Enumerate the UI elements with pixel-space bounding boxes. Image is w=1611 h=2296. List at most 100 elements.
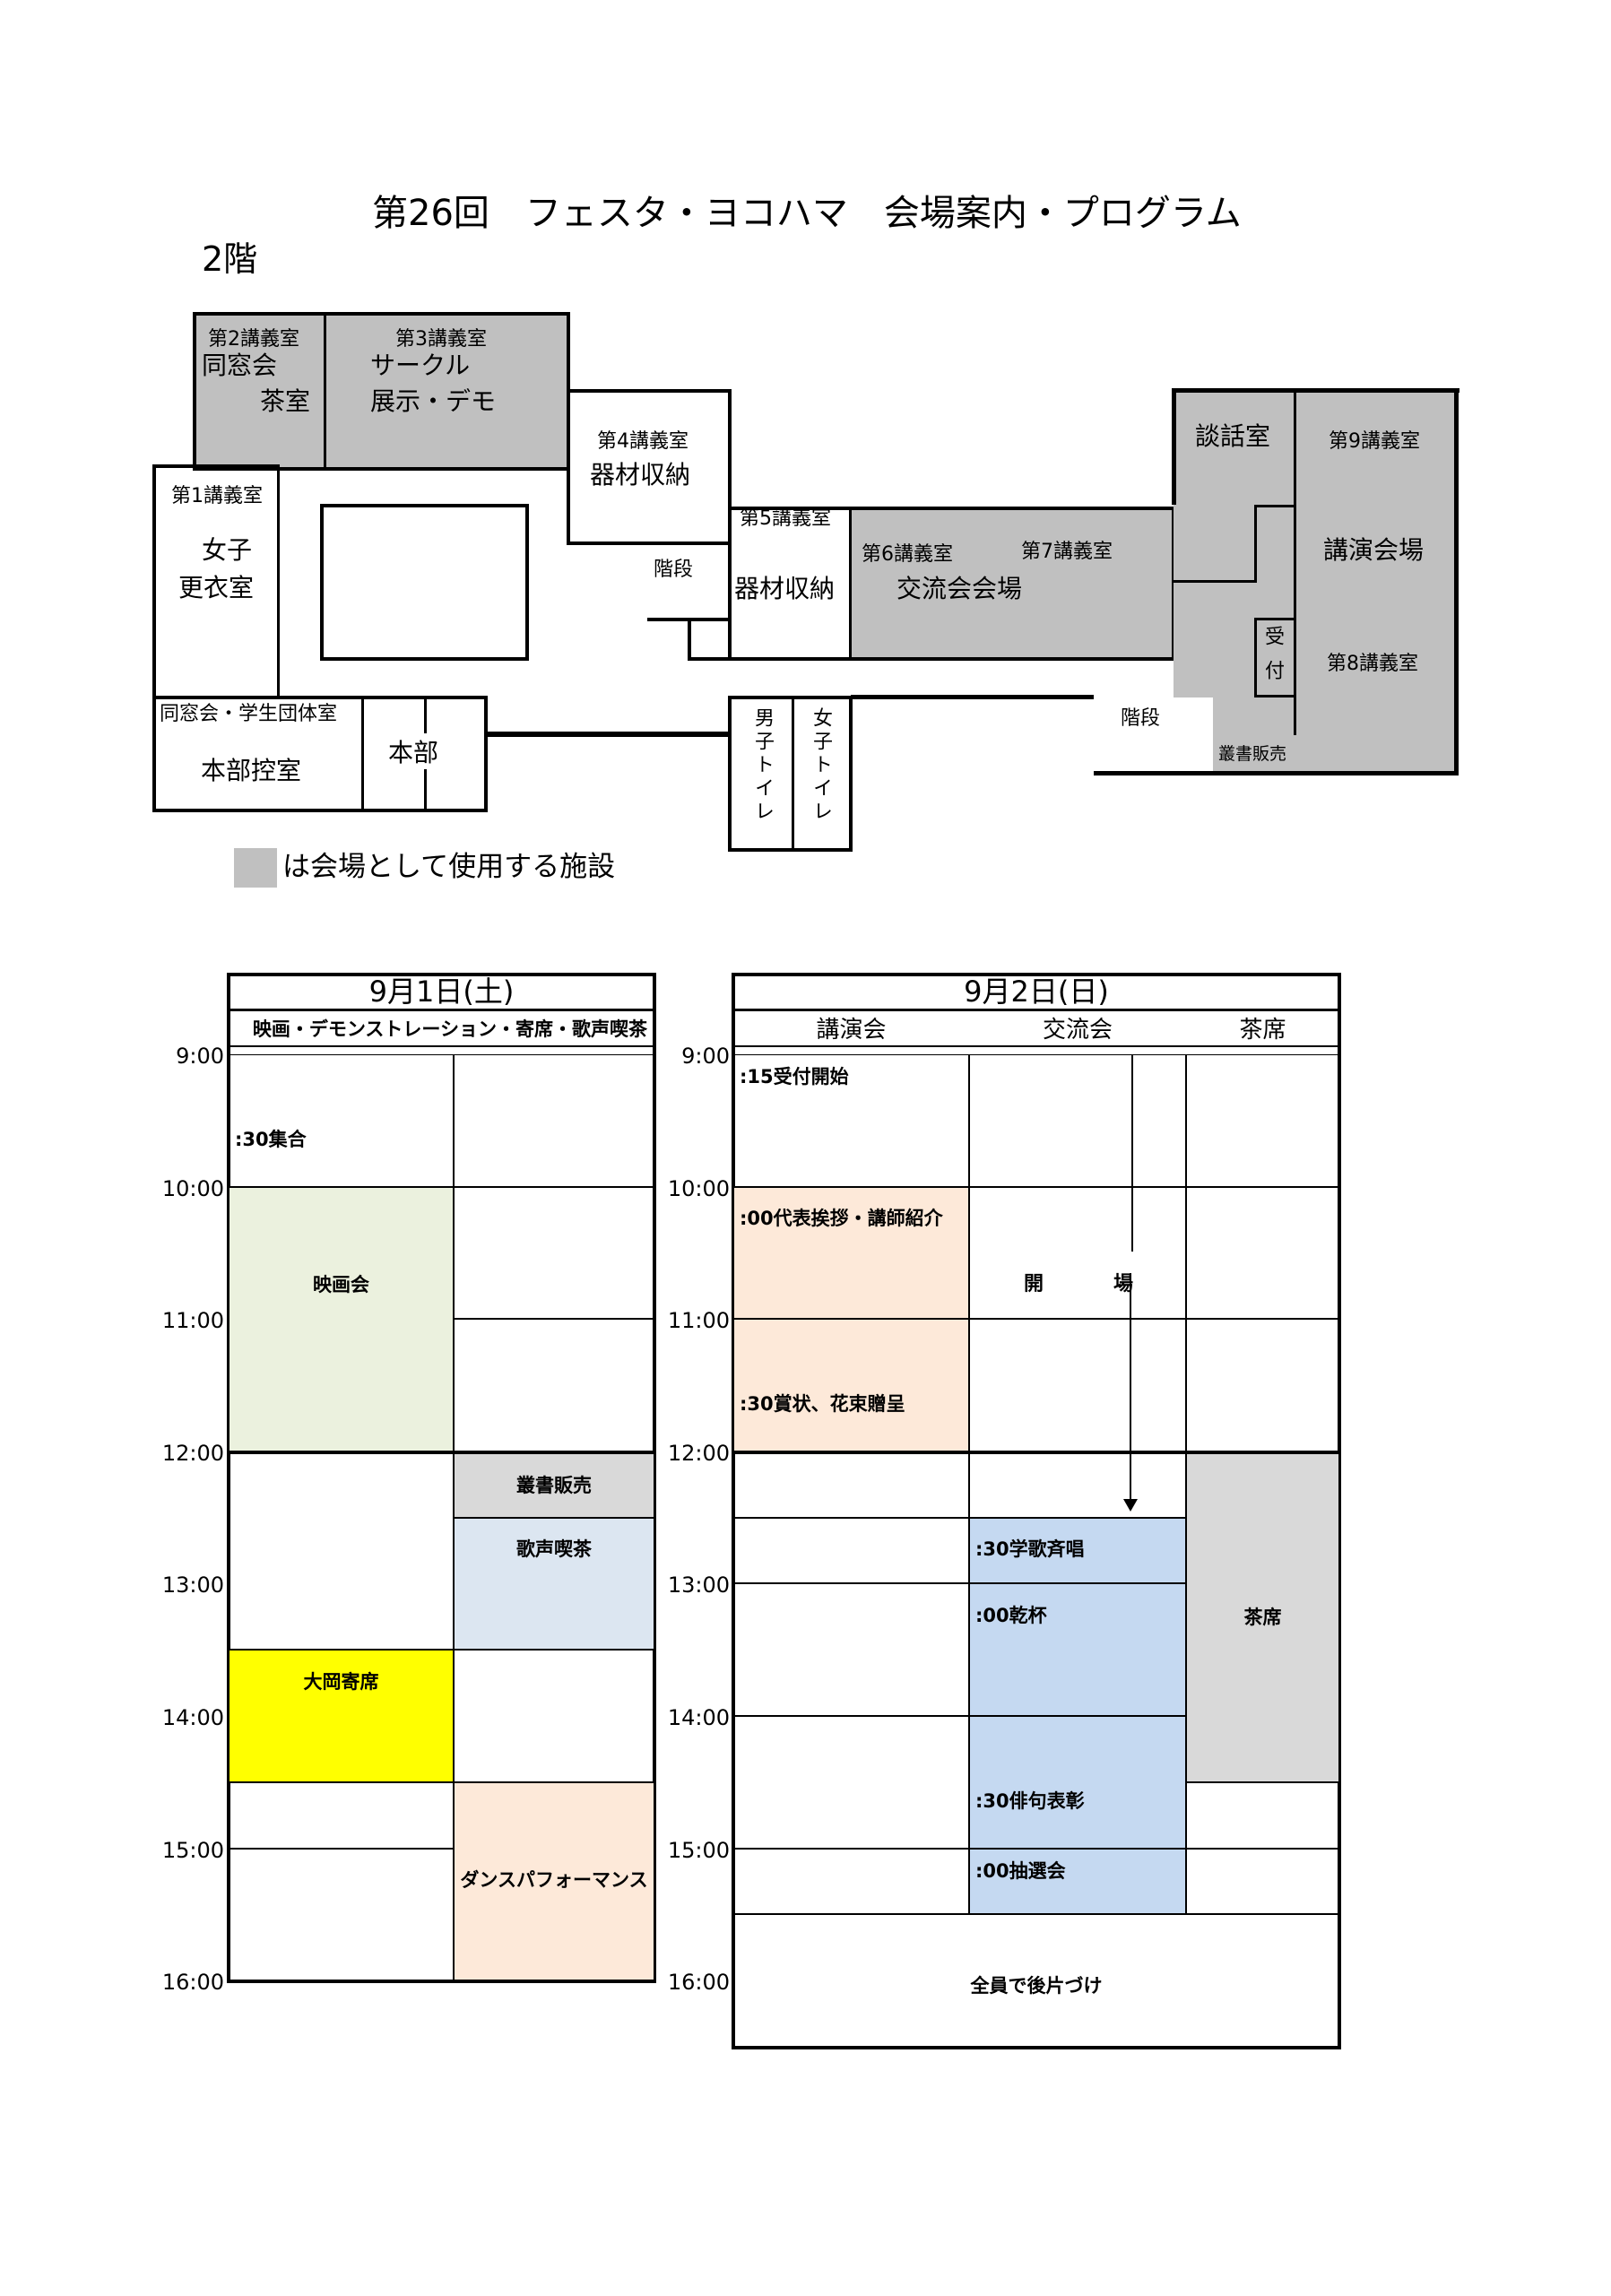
day2-col-lecture: 講演会: [816, 1017, 887, 1044]
room-3-label: 第3講義室: [395, 328, 487, 351]
day1-slot: [229, 1451, 454, 1651]
event-label: 大岡寄席: [303, 1670, 379, 1693]
day1-slot: [229, 1848, 454, 1981]
event-label: 全員で後片づけ: [970, 1975, 1103, 1997]
day1-slot: [454, 1319, 654, 1451]
room-4-use: 器材収納: [590, 460, 691, 490]
day1-slot: [229, 1781, 454, 1849]
day1-slot: 映画会: [229, 1186, 454, 1451]
event-label: :00抽選会: [975, 1860, 1066, 1883]
day2-slot: [1186, 1781, 1339, 1849]
day2-date: 9月2日(日): [964, 975, 1109, 1009]
day1-slot: [454, 1186, 654, 1320]
day2-slot: :30俳句表彰: [969, 1716, 1186, 1849]
day1-time-label: 13:00: [161, 1573, 224, 1599]
room-8-label: 第8講義室: [1327, 653, 1418, 675]
event-label: :30集合: [235, 1128, 307, 1150]
event-label: 映画会: [313, 1274, 369, 1296]
open-arrow-line: [1131, 1054, 1133, 1252]
day2-slot: [733, 1716, 969, 1849]
event-label: ダンスパフォーマンス: [460, 1869, 648, 1892]
day2-slot: :15受付開始: [733, 1054, 969, 1187]
room-4: [567, 389, 732, 545]
day2-time-label: 12:00: [667, 1440, 730, 1466]
room-6-label: 第6講義室: [862, 543, 953, 566]
day2-slot: [1186, 1848, 1339, 1915]
room-3-use2: 展示・デモ: [370, 386, 497, 416]
day1-time-label: 11:00: [161, 1308, 224, 1334]
event-label: :00代表挨拶・講師紹介: [740, 1208, 943, 1230]
day2-slot: :00抽選会: [969, 1848, 1186, 1915]
hq-room-use: 本部控室: [201, 756, 302, 785]
day2-slot: [969, 1186, 1186, 1320]
hq-label: 本部: [388, 738, 439, 767]
day2-slot: [733, 1517, 969, 1584]
room-3-use: サークル: [370, 351, 471, 380]
day2-time-label: 10:00: [667, 1175, 730, 1201]
day2-slot: [1186, 1054, 1339, 1187]
legend-text: は会場として使用する施設: [282, 851, 616, 883]
day2-slot: [969, 1054, 1186, 1187]
reception-label: 受付: [1261, 626, 1284, 694]
courtyard: [320, 504, 529, 661]
day2-time-label: 14:00: [667, 1705, 730, 1730]
room-1-use2: 更衣室: [178, 573, 255, 602]
day2-slot: :00代表挨拶・講師紹介: [733, 1186, 969, 1320]
day2-col-tea: 茶席: [1239, 1017, 1286, 1044]
room-7-label: 第7講義室: [1021, 541, 1113, 563]
room-2-use: 同窓会: [202, 351, 278, 380]
room-5-use: 器材収納: [734, 574, 836, 603]
day2-slot: 茶席: [1186, 1451, 1339, 1782]
day1-subtitle: 映画・デモンストレーション・寄席・歌声喫茶: [252, 1018, 647, 1040]
room-1-use: 女子: [202, 535, 253, 565]
room-2-3-block: [193, 312, 570, 471]
day2-slot: [969, 1451, 1186, 1518]
day1-time-label: 14:00: [161, 1705, 224, 1730]
open-arrow-line-2: [1130, 1273, 1131, 1504]
day1-slot: [454, 1054, 654, 1187]
womens-toilet-label: 女子トイレ: [810, 707, 832, 824]
event-label: :30学歌斉唱: [975, 1538, 1085, 1561]
day1-time-label: 9:00: [176, 1044, 224, 1069]
day1-slot: [454, 1650, 654, 1782]
day1-time-label: 15:00: [161, 1837, 224, 1863]
day1-time-label: 12:00: [161, 1440, 224, 1466]
day2-time-label: 15:00: [667, 1837, 730, 1863]
arrow-down-icon: [1123, 1499, 1138, 1512]
day1-slot: ダンスパフォーマンス: [454, 1781, 654, 1981]
day2-slot: 全員で後片づけ: [733, 1914, 1339, 2047]
day2-time-label: 13:00: [667, 1573, 730, 1599]
day2-slot: :30学歌斉唱: [969, 1517, 1186, 1584]
day2-slot: [733, 1583, 969, 1716]
stairs-label: 階段: [654, 559, 694, 581]
day1-slot: 叢書販売: [454, 1451, 654, 1518]
day1-time-label: 10:00: [161, 1175, 224, 1201]
room-1-label: 第1講義室: [171, 485, 263, 507]
event-label: 茶席: [1243, 1607, 1282, 1629]
day2-slot: [969, 1319, 1186, 1451]
hq-block: [152, 696, 488, 812]
day2-time-label: 16:00: [667, 1970, 730, 1996]
day2-slot: [733, 1848, 969, 1915]
room-4-label: 第4講義室: [597, 430, 689, 453]
room-5: [728, 507, 853, 661]
reception-box: [1254, 618, 1295, 697]
lounge-label: 談話室: [1195, 421, 1271, 451]
stairs-2-label: 階段: [1121, 707, 1161, 730]
day1-slot: :30集合: [229, 1054, 454, 1187]
event-label: :00乾杯: [975, 1605, 1047, 1627]
day2-col-social: 交流会: [1042, 1017, 1113, 1044]
day2-slot: :00乾杯: [969, 1583, 1186, 1716]
legend-swatch: [234, 848, 277, 888]
day2-slot: [1186, 1319, 1339, 1451]
event-label: 叢書販売: [516, 1474, 592, 1496]
event-label: :30賞状、花束贈呈: [740, 1392, 905, 1415]
event-label: :15受付開始: [740, 1066, 849, 1088]
day2-slot: :30賞状、花束贈呈: [733, 1319, 969, 1451]
event-label: :30俳句表彰: [975, 1789, 1085, 1812]
room-2-label: 第2講義室: [208, 328, 299, 351]
event-label: 歌声喫茶: [516, 1538, 592, 1561]
room-6-7-use: 交流会会場: [896, 574, 1023, 603]
open-label-2: 場: [1113, 1273, 1134, 1295]
